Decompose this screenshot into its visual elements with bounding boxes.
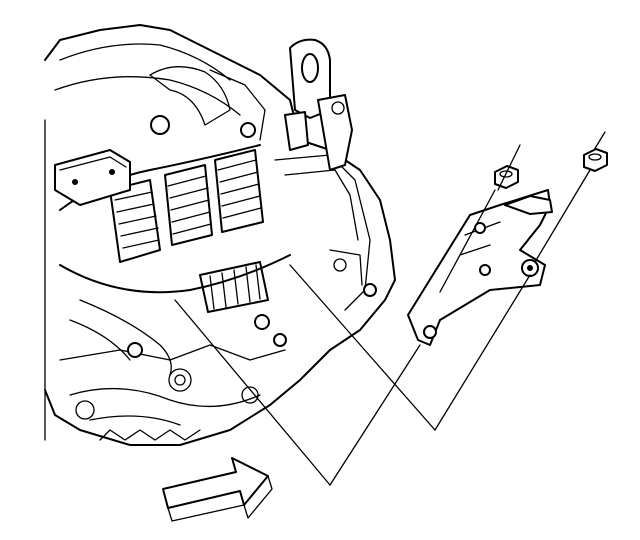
coil-pack-3 xyxy=(214,149,264,233)
valve-springs xyxy=(59,115,377,376)
injector-spring xyxy=(199,261,269,313)
engine-block xyxy=(44,24,396,446)
alignment-lines xyxy=(174,131,606,486)
nut-upper-left xyxy=(494,165,519,189)
nut-upper-right xyxy=(583,148,608,172)
mounting-bracket xyxy=(407,189,553,346)
lifting-eye xyxy=(284,38,353,171)
coil-pack-1 xyxy=(109,179,161,263)
coil-pack-2 xyxy=(164,164,213,246)
sensor-module xyxy=(54,149,131,206)
direction-arrow-icon xyxy=(162,457,273,522)
